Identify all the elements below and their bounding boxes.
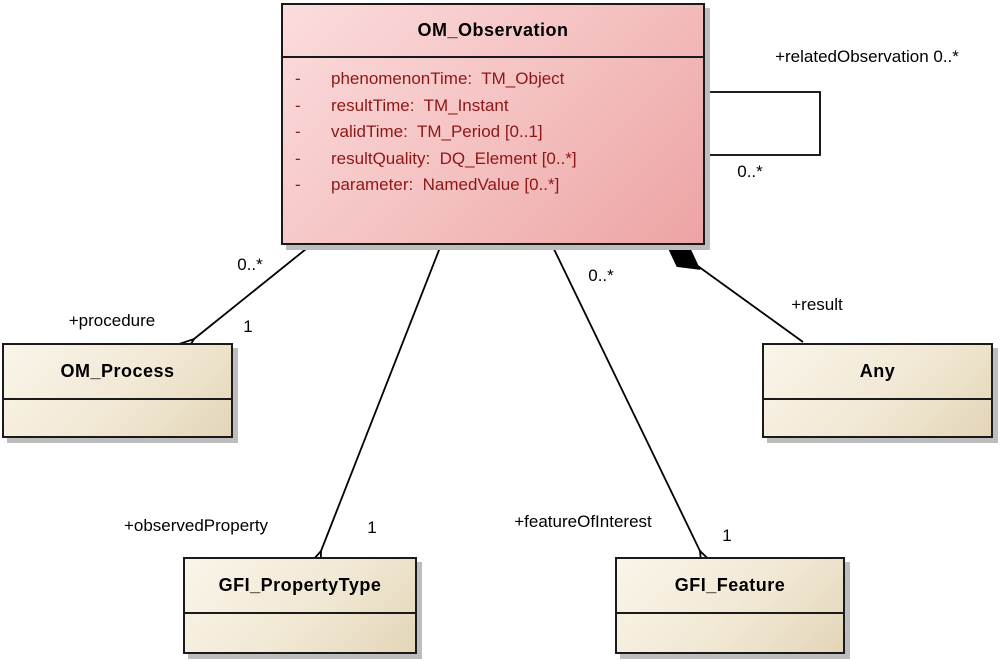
visibility-marker: - (295, 95, 301, 115)
observed-property-association-line (321, 244, 442, 551)
attribute-text: resultQuality: DQ_Element [0..*] (331, 148, 577, 168)
class-gfi-property-type-attributes-empty (185, 612, 415, 652)
attribute-text: parameter: NamedValue [0..*] (331, 175, 560, 194)
class-gfi-feature-title: GFI_Feature (674, 575, 786, 595)
related-observation-self-association-line (705, 92, 821, 156)
attribute-text: phenomenonTime: TM_Object (331, 69, 565, 88)
composition-diamond-icon (666, 245, 701, 270)
observed-property-target-multiplicity: 1 (367, 518, 377, 537)
class-any-attributes-empty (764, 398, 991, 436)
attribute-result-quality: - resultQuality: DQ_Element [0..*] (295, 146, 703, 173)
class-gfi-feature: GFI_Feature (615, 557, 845, 654)
attribute-phenomenon-time: - phenomenonTime: TM_Object (295, 66, 703, 93)
feature-of-interest-association-line (551, 244, 700, 551)
class-om-observation: OM_Observation - phenomenonTime: TM_Obje… (281, 3, 705, 245)
feature-of-interest-source-multiplicity: 0..* (588, 266, 614, 285)
visibility-marker: - (295, 148, 301, 168)
related-observation-end-multiplicity: 0..* (737, 162, 763, 181)
visibility-marker: - (295, 69, 301, 88)
class-any-title: Any (859, 361, 896, 381)
class-om-process-attributes-empty (4, 398, 231, 436)
result-association-line (694, 263, 804, 343)
procedure-source-multiplicity: 0..* (237, 255, 263, 274)
result-role-label: +result (791, 295, 843, 314)
attribute-result-time: - resultTime: TM_Instant (295, 93, 703, 120)
class-any: Any (762, 343, 993, 438)
feature-of-interest-target-multiplicity: 1 (722, 526, 732, 545)
attribute-text: resultTime: TM_Instant (331, 95, 509, 115)
related-observation-role-label: +relatedObservation 0..* (775, 47, 959, 66)
class-gfi-property-type: GFI_PropertyType (183, 557, 417, 654)
visibility-marker: - (295, 122, 301, 141)
class-om-process-title: OM_Process (60, 361, 175, 381)
feature-of-interest-role-label: +featureOfInterest (514, 512, 652, 531)
procedure-role-label: +procedure (68, 311, 156, 330)
class-om-process: OM_Process (2, 343, 233, 438)
visibility-marker: - (295, 175, 301, 194)
procedure-target-multiplicity: 1 (243, 317, 253, 336)
observed-property-role-label: +observedProperty (123, 516, 269, 535)
class-gfi-feature-attributes-empty (617, 612, 843, 652)
class-om-observation-attributes: - phenomenonTime: TM_Object - resultTime… (283, 56, 703, 243)
attribute-parameter: - parameter: NamedValue [0..*] (295, 172, 703, 199)
class-gfi-property-type-title: GFI_PropertyType (218, 575, 382, 595)
attribute-valid-time: - validTime: TM_Period [0..1] (295, 119, 703, 146)
attribute-text: validTime: TM_Period [0..1] (331, 122, 543, 141)
class-om-observation-title: OM_Observation (417, 20, 569, 40)
